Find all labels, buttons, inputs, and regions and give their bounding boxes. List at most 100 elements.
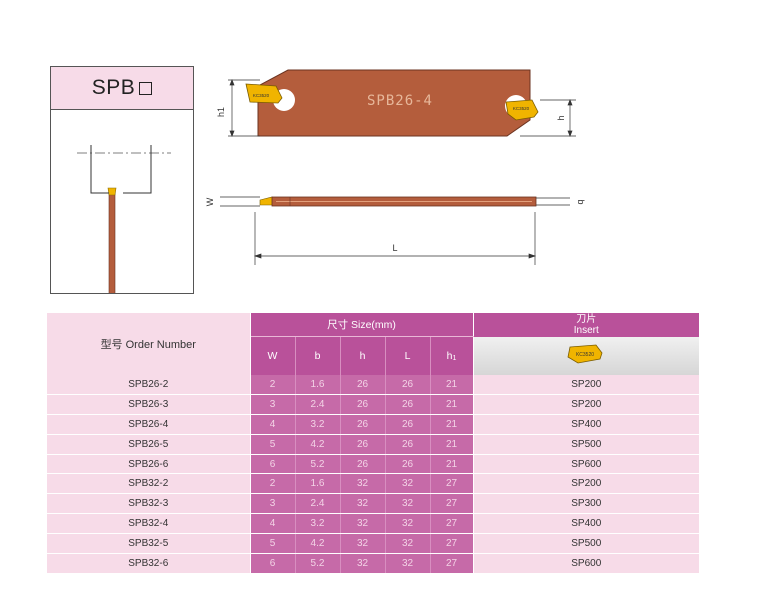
cell-h1: 27 (429, 473, 473, 495)
header-col-h1: h1 (429, 336, 473, 375)
cell-insert: SP600 (472, 553, 699, 574)
insert-right: KC3520 (505, 99, 539, 121)
cell-h: 32 (339, 533, 385, 555)
header-size-group: 尺寸 Size(mm) (250, 313, 473, 337)
cell-insert: SP200 (472, 375, 699, 395)
dim-w (220, 196, 260, 207)
cell-w: 6 (249, 553, 295, 574)
cell-h1: 21 (429, 454, 473, 475)
cell-h: 32 (339, 513, 385, 535)
cell-w: 3 (249, 394, 295, 415)
holder-schematic (77, 145, 171, 293)
spec-table: 型号 Order Number 尺寸 Size(mm) 刀片 Insert W … (47, 313, 699, 574)
insert-icon: KC3520 (567, 344, 603, 364)
cell-l: 26 (384, 394, 430, 415)
cell-insert: SP400 (472, 513, 699, 535)
cell-order-number: SPB32-6 (47, 553, 250, 574)
insert-left: KC3520 (245, 83, 283, 104)
cell-h: 32 (339, 473, 385, 495)
svg-text:KC3520: KC3520 (513, 106, 530, 111)
square-icon (139, 81, 153, 95)
dim-h1-label: h1 (216, 107, 226, 117)
cell-h1: 21 (429, 434, 473, 455)
cell-w: 3 (249, 493, 295, 515)
cell-h: 26 (339, 375, 385, 395)
cell-b: 2.4 (294, 493, 340, 515)
header-col-l: L (384, 336, 430, 375)
cell-l: 26 (384, 454, 430, 475)
dim-h-label: h (556, 115, 566, 120)
cell-b: 3.2 (294, 513, 340, 535)
svg-text:KC3520: KC3520 (576, 352, 594, 358)
cell-l: 26 (384, 414, 430, 435)
cell-b: 1.6 (294, 375, 340, 395)
svg-text:KC3520: KC3520 (253, 93, 270, 98)
cell-insert: SP200 (472, 473, 699, 495)
cell-l: 26 (384, 375, 430, 395)
product-card: SPB (50, 66, 194, 294)
header-insert: 刀片 Insert (472, 313, 699, 337)
dim-l (253, 212, 537, 265)
cell-b: 1.6 (294, 473, 340, 495)
cell-order-number: SPB26-3 (47, 394, 250, 415)
cell-h1: 21 (429, 394, 473, 415)
cell-order-number: SPB32-4 (47, 513, 250, 535)
cell-h: 26 (339, 454, 385, 475)
cell-h: 26 (339, 394, 385, 415)
cell-order-number: SPB32-3 (47, 493, 250, 515)
cell-insert: SP200 (472, 394, 699, 415)
cell-order-number: SPB32-5 (47, 533, 250, 555)
blade-engraving: SPB26-4 (367, 93, 433, 109)
card-title: SPB (51, 67, 193, 110)
cell-insert: SP500 (472, 434, 699, 455)
cell-l: 26 (384, 434, 430, 455)
cell-b: 4.2 (294, 533, 340, 555)
cell-order-number: SPB26-5 (47, 434, 250, 455)
cell-order-number: SPB26-6 (47, 454, 250, 475)
cell-h1: 27 (429, 533, 473, 555)
cell-w: 4 (249, 414, 295, 435)
cell-l: 32 (384, 513, 430, 535)
holder-outline-left (90, 145, 111, 194)
cell-l: 32 (384, 533, 430, 555)
cell-w: 6 (249, 454, 295, 475)
cell-insert: SP600 (472, 454, 699, 475)
dim-h1 (228, 79, 260, 137)
cell-h1: 27 (429, 493, 473, 515)
header-insert-en: Insert (573, 324, 599, 336)
cell-b: 3.2 (294, 414, 340, 435)
dim-h (520, 99, 576, 137)
dim-l-label: L (392, 243, 397, 253)
technical-drawings: KC3520 KC3520 SPB26-4 h1 h W (205, 69, 586, 265)
blade-vertical (108, 192, 116, 293)
cell-w: 2 (249, 375, 295, 395)
dim-b (536, 197, 570, 206)
cell-w: 5 (249, 533, 295, 555)
header-order-number: 型号 Order Number (47, 313, 251, 375)
header-insert-cn: 刀片 (576, 313, 597, 325)
cell-insert: SP400 (472, 414, 699, 435)
cell-h: 26 (339, 414, 385, 435)
header-col-b: b (294, 336, 340, 375)
cell-w: 5 (249, 434, 295, 455)
insert-tip (107, 187, 117, 196)
cell-order-number: SPB32-2 (47, 473, 250, 495)
header-col-h: h (339, 336, 385, 375)
blade-top-view (259, 196, 537, 207)
cell-b: 4.2 (294, 434, 340, 455)
cell-h1: 21 (429, 375, 473, 395)
cell-insert: SP300 (472, 493, 699, 515)
header-col-w: W (250, 336, 295, 375)
cell-h: 26 (339, 434, 385, 455)
cell-l: 32 (384, 493, 430, 515)
cell-h1: 27 (429, 513, 473, 535)
cell-b: 5.2 (294, 454, 340, 475)
